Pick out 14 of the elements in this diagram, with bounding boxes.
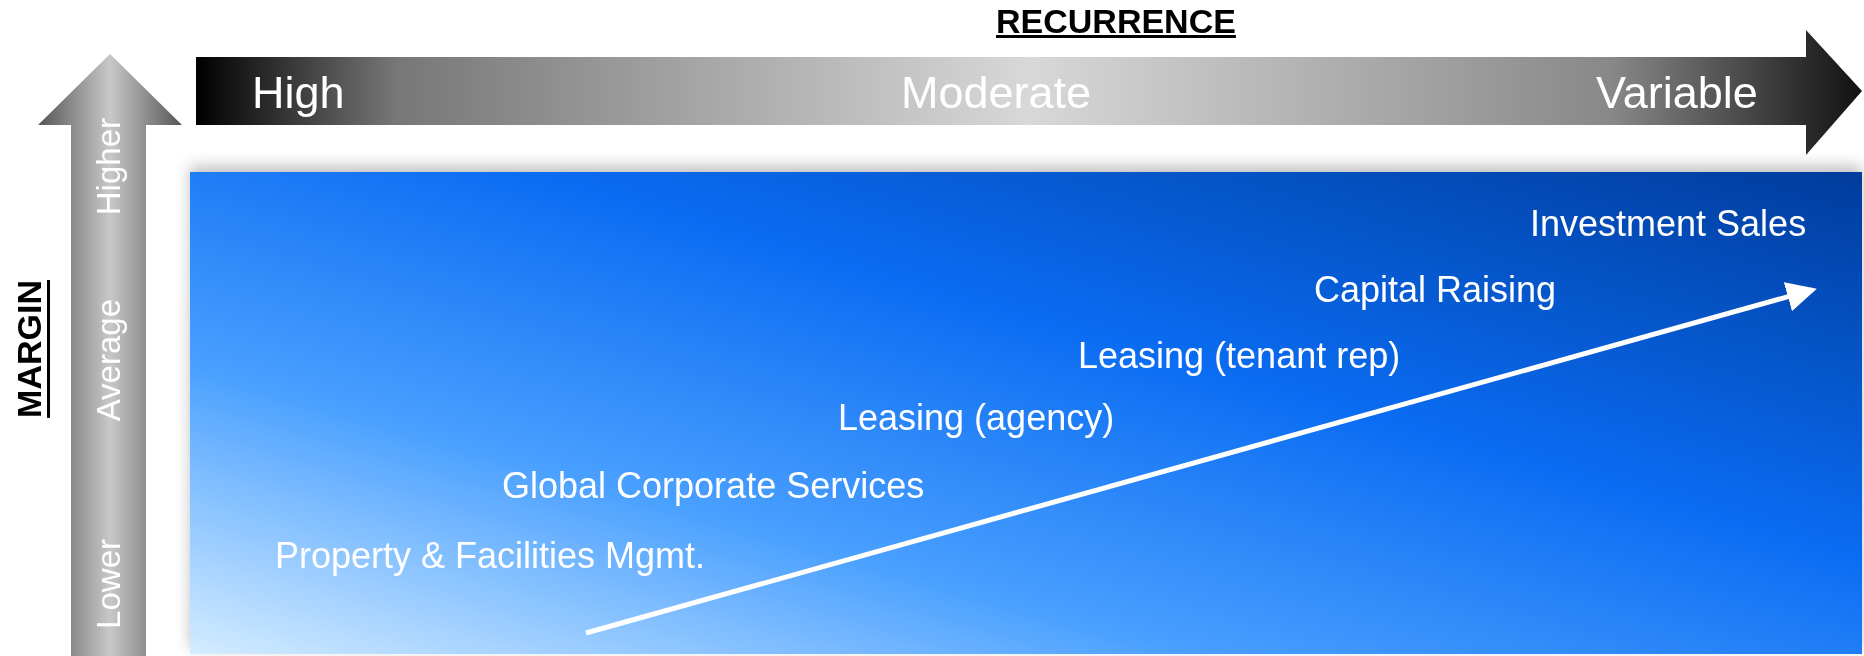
category-label: Capital Raising: [1314, 272, 1557, 308]
category-label: Property & Facilities Mgmt.: [275, 538, 706, 574]
axis-title: RECURRENCE: [996, 4, 1236, 38]
axis-title: MARGIN: [12, 280, 46, 418]
axis-value: Moderate: [901, 70, 1092, 115]
axis-value: Variable: [1596, 70, 1758, 115]
axis-value: Lower: [92, 539, 125, 629]
axis-value: Average: [92, 299, 125, 422]
category-label: Global Corporate Services: [502, 468, 925, 504]
category-label: Leasing (tenant rep): [1078, 338, 1401, 374]
category-label: Investment Sales: [1530, 206, 1807, 242]
axis-value: High: [252, 70, 345, 115]
axis-value: Higher: [92, 118, 125, 216]
category-label: Leasing (agency): [838, 400, 1115, 436]
